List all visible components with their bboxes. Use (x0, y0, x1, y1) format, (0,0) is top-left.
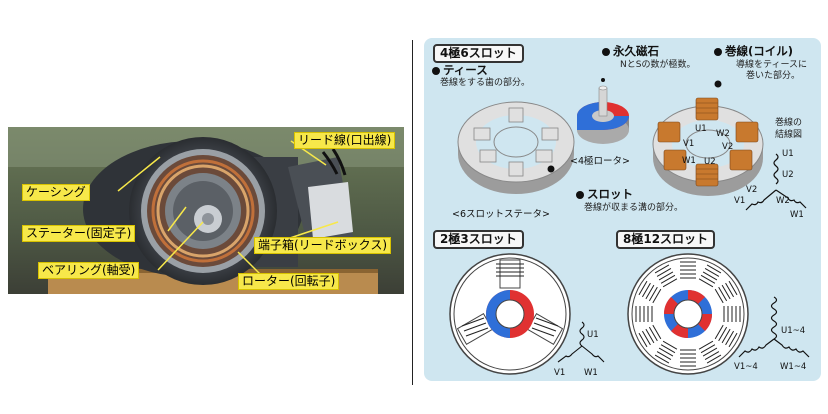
slot-title-text: スロット (587, 187, 633, 201)
two-pole-label-u1: U1 (587, 330, 599, 340)
two-pole-three-slot-graphic (449, 253, 571, 375)
coil-desc-1: 導線をティースに (736, 60, 808, 70)
teeth-title: ティース (432, 62, 488, 78)
lead-wire-label: リード線(口出線) (294, 132, 396, 149)
slot-desc: 巻線が収まる溝の部分。 (584, 203, 684, 213)
coil-label-w2: W2 (716, 129, 730, 139)
two-pole-wiring-graphic (557, 321, 605, 363)
wound-stator-graphic (652, 80, 764, 196)
eight-pole-label-v14: V1~4 (734, 362, 758, 372)
rotor-caption: <4極ロータ> (570, 156, 630, 167)
wiring-label-v2: V2 (746, 185, 758, 195)
wiring-title-2: 結線図 (775, 130, 803, 140)
coil-title-text: 巻線(コイル) (725, 44, 794, 58)
wiring-label-w2: W2 (776, 196, 790, 206)
teeth-desc: 巻線をする歯の部分。 (440, 78, 531, 88)
star-wiring-graphic (745, 153, 807, 211)
eight-pole-label-u14: U1~4 (781, 326, 806, 336)
motor-diagram-panel: 4極6スロット ティース 巻線をする歯の部分。 永久磁石 NとSの数が極数。 巻… (424, 38, 821, 381)
stator-caption: <6スロットステータ> (452, 209, 550, 220)
coil-label-u2: U2 (704, 157, 716, 167)
motor-photo: リード線(口出線) ケーシング ステーター(固定子) ベアリング(軸受) 端子箱… (8, 127, 404, 294)
coil-label-v1: V1 (683, 139, 695, 149)
bullet-icon (714, 47, 722, 56)
bullet-icon (602, 47, 610, 56)
wiring-title-1: 巻線の (775, 118, 803, 128)
wiring-label-v1: V1 (734, 196, 746, 206)
wiring-label-u1: U1 (782, 149, 794, 159)
divider-line (412, 40, 413, 385)
magnet-title-text: 永久磁石 (613, 44, 659, 58)
magnet-desc: NとSの数が極数。 (620, 60, 696, 70)
slot-title: スロット (576, 186, 633, 202)
coil-label-v2: V2 (722, 142, 734, 152)
eight-pole-wiring-graphic (738, 296, 810, 358)
six-slot-stator-graphic (457, 101, 575, 194)
tag-4pole-6slot: 4極6スロット (433, 44, 524, 63)
bullet-icon (576, 190, 584, 199)
coil-title: 巻線(コイル) (714, 43, 793, 59)
wiring-label-w1: W1 (790, 210, 804, 220)
two-pole-label-v1: V1 (554, 368, 566, 378)
bearing-label: ベアリング(軸受) (38, 262, 140, 279)
casing-label: ケーシング (22, 184, 90, 201)
eight-pole-twelve-slot-graphic (627, 253, 749, 375)
four-pole-rotor-graphic (577, 78, 629, 144)
teeth-title-text: ティース (443, 63, 488, 77)
stator-label: ステーター(固定子) (22, 225, 136, 242)
eight-pole-label-w14: W1~4 (780, 362, 807, 372)
bullet-icon (432, 66, 440, 75)
tag-2pole-3slot: 2極3スロット (433, 230, 524, 249)
coil-label-w1: W1 (682, 156, 696, 166)
terminal-box-label: 端子箱(リードボックス) (254, 237, 392, 254)
magnet-title: 永久磁石 (602, 43, 659, 59)
tag-8pole-12slot: 8極12スロット (616, 230, 716, 249)
coil-desc-2: 巻いた部分。 (746, 71, 801, 81)
rotor-label: ローター(回転子) (238, 273, 340, 290)
two-pole-label-w1: W1 (584, 368, 598, 378)
wiring-label-u2: U2 (782, 170, 794, 180)
coil-label-u1: U1 (695, 124, 707, 134)
